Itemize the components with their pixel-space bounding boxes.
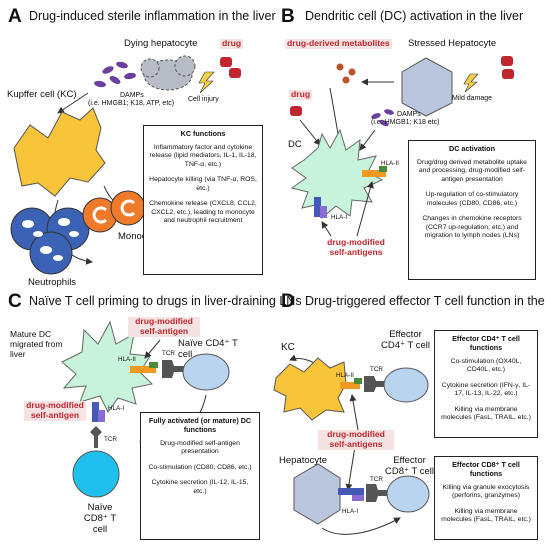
kc-function-item: Chemokine release (CXCL8, CCL2, CXCL2, e…	[149, 200, 257, 225]
mature-dc-functions-box: Fully activated (or mature) DC functions…	[140, 412, 260, 540]
stressed-hepatocyte-hexagon	[401, 57, 453, 117]
damps-particles	[94, 61, 136, 88]
naive-cd4-t-cell	[182, 353, 230, 391]
naive-cd8-label: Naïve CD8⁺ T cell	[83, 502, 117, 535]
hepatocyte-label-d: Hepatocyte	[279, 455, 328, 466]
mature-dc-function-item: Cytokine secretion (IL-12, IL-15, etc.)	[151, 479, 249, 495]
monocytes	[82, 190, 146, 233]
damps-label-b: DAMPs	[397, 111, 421, 118]
tcr-label-d-top: TCR	[370, 366, 383, 373]
dc-activation-box: DC activation Drug/drug derived metaboli…	[408, 140, 536, 280]
hla-i-label-c: HLA-I	[108, 405, 125, 412]
metabolites-label: drug-derived metabolites	[285, 38, 392, 49]
panel-a-title: Drug-induced sterile inflammation in the…	[29, 9, 276, 23]
drug-pill-icon-b2	[290, 106, 302, 116]
kc-function-item: Inflammatory factor and cytokine release…	[149, 144, 257, 168]
panel-c-title: Naïve T cell priming to drugs in liver-d…	[29, 294, 302, 308]
neutrophils	[10, 207, 90, 275]
effector-cd4-function-item: Killing via membrane molecules (FasL, TR…	[441, 405, 531, 422]
effector-cd8-function-item: Killing via membrane molecules (FasL, TR…	[441, 507, 531, 524]
effector-cd4-functions-title: Effector CD4⁺ T cell functions	[452, 334, 520, 352]
self-antigens-label-b: drug-modified self-antigens	[327, 237, 385, 257]
tcr-molecule-d-top	[364, 376, 386, 392]
dc-label-b: DC	[288, 139, 302, 150]
kupffer-cell-label: Kupffer cell (KC)	[7, 89, 77, 100]
naive-cd4-label: Naïve CD4⁺ T cell	[178, 338, 238, 360]
effector-cd4-label: Effector CD4⁺ T cell	[380, 329, 430, 351]
tcr-molecule-c-bottom	[90, 426, 102, 448]
mild-damage-label: Mild damage	[452, 95, 493, 102]
kc-functions-box: KC functions Inflammatory factor and cyt…	[143, 125, 263, 275]
dc-activation-item: Changes in chemokine receptors (CCR7 up-…	[422, 215, 522, 240]
panel-d-title: Drug-triggered effector T cell function …	[305, 294, 546, 308]
hla-i-label-b: HLA-I	[331, 214, 348, 221]
panel-d-letter: D	[281, 291, 295, 312]
damps-label-a: DAMPs	[120, 92, 144, 99]
panel-c-letter: C	[8, 291, 22, 312]
mature-dc-functions-title: Fully activated (or mature) DC functions	[148, 416, 252, 434]
effector-cd4-function-item: Co-stimulation (OX40L, CD40L, etc.)	[450, 358, 522, 374]
kupffer-cell-d	[273, 357, 347, 421]
dying-hepatocyte-cloud	[140, 55, 196, 91]
hla-ii-label-d: HLA-II	[336, 372, 354, 379]
effector-cd4-t-cell	[383, 367, 429, 403]
hla-ii-label-c: HLA-II	[118, 356, 136, 363]
naive-cd8-t-cell	[72, 450, 120, 498]
lightning-icon	[198, 71, 215, 94]
cell-injury-label: Cell injury	[188, 96, 219, 103]
effector-cd4-functions-box: Effector CD4⁺ T cell functions Co-stimul…	[434, 330, 538, 438]
tcr-label-c-bottom: TCR	[104, 436, 117, 443]
tcr-molecule-c-top	[162, 360, 186, 378]
drug-label-a: drug	[220, 38, 244, 49]
effector-cd8-function-item: Killing via granule exocytosis (perforin…	[442, 484, 530, 500]
damps-examples-a: (i.e. HMGB1; K18, ATP, etc)	[88, 100, 175, 107]
hla-i-molecule-c	[92, 402, 105, 422]
mature-dc-function-item: Co-stimulation (CD80, CD86, etc.)	[148, 463, 252, 471]
neutrophils-label: Neutrophils	[28, 277, 77, 288]
dc-activation-item: Drug/drug derived metabolite uptake and …	[417, 159, 527, 183]
metabolite-particles	[336, 63, 356, 84]
tcr-molecule-d-bottom	[366, 484, 388, 502]
self-antigen-label-c-top: drug-modified self-antigen	[128, 316, 200, 337]
hepatocyte-hexagon-d	[293, 463, 341, 525]
tcr-label-c-top: TCR	[162, 350, 175, 357]
kc-label-d: KC	[281, 342, 295, 353]
self-antigens-label-d: drug-modified self-antigens	[318, 429, 394, 450]
effector-cd8-t-cell	[386, 475, 430, 513]
damps-particles-b	[371, 109, 394, 127]
dc-activation-item: Up-regulation of co-stimulatory molecule…	[425, 191, 519, 207]
stressed-hepatocyte-label: Stressed Hepatocyte	[408, 38, 497, 49]
effector-cd8-functions-title: Effector CD8⁺ T cell functions	[452, 460, 520, 478]
damps-examples-b: (i.e. HMGB1; K18 etc)	[371, 119, 440, 126]
panel-b-title: Dendritic cell (DC) activation in the li…	[305, 9, 524, 23]
kupffer-cell	[13, 107, 106, 197]
effector-cd4-function-item: Cytokine secretion (IFN-γ, IL-17, IL-13,…	[441, 381, 531, 398]
panel-b-letter: B	[281, 6, 295, 27]
mature-dc-function-item: Drug-modified self-antigen presentation	[160, 440, 240, 456]
drug-pill-icon-b	[463, 56, 514, 93]
panel-a-letter: A	[8, 6, 22, 27]
mature-dc-label: Mature DC migrated from liver	[10, 329, 63, 359]
hla-ii-molecule-c	[130, 362, 158, 373]
tcr-label-d-bottom: TCR	[370, 476, 383, 483]
hla-i-label-d: HLA-I	[342, 508, 359, 515]
hla-ii-molecule-b	[362, 166, 387, 177]
monocytes-label: Monocytes	[118, 231, 164, 242]
hla-ii-molecule-d	[340, 378, 362, 389]
mature-dendritic-cell	[61, 320, 154, 413]
hla-ii-label-b: HLA-II	[381, 160, 399, 167]
effector-cd8-functions-box: Effector CD8⁺ T cell functions Killing v…	[434, 456, 538, 540]
drug-label-b: drug	[289, 89, 313, 100]
drug-pill-icon	[220, 57, 241, 78]
hla-i-molecule-b	[314, 197, 327, 218]
self-antigen-label-c-left: drug-modified self-antigen	[24, 400, 86, 421]
dying-hepatocyte-label: Dying hepatocyte	[124, 38, 198, 49]
kc-functions-title: KC functions	[180, 129, 226, 138]
hla-i-molecule-d	[338, 488, 364, 501]
dc-activation-title: DC activation	[449, 144, 495, 153]
kc-function-item: Hepatocyte killing (via TNF-α, ROS, etc.…	[149, 176, 257, 192]
effector-cd8-label: Effector CD8⁺ T cell	[384, 455, 434, 477]
